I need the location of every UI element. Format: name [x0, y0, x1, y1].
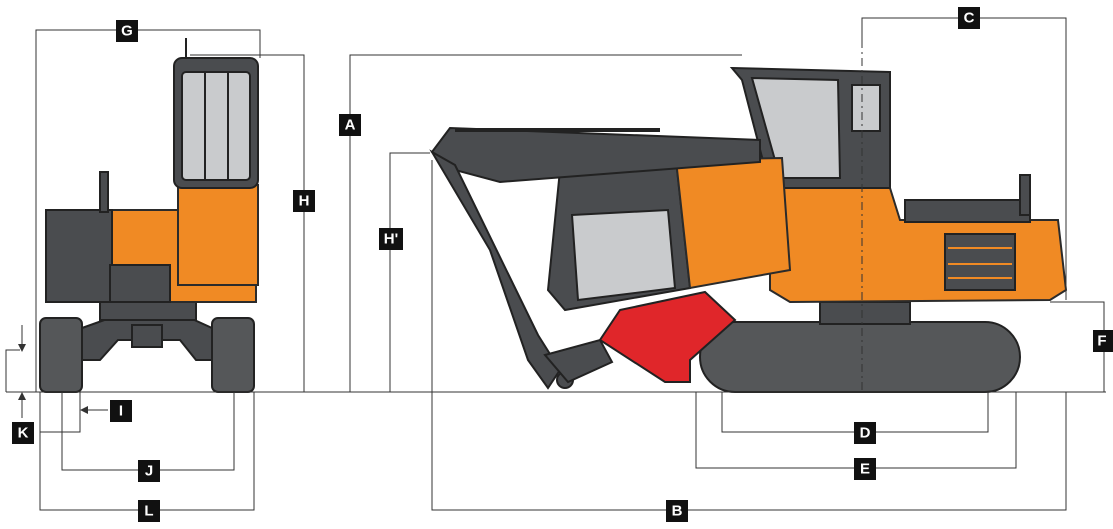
side-stick [429, 149, 562, 390]
dim-label-G: G [116, 20, 138, 42]
dim-label-E-text: E [860, 461, 870, 478]
dim-label-I: I [110, 400, 132, 422]
dim-label-L: L [138, 500, 160, 522]
side-felling-head [598, 290, 737, 383]
side-cab-window [750, 76, 842, 179]
side-track [699, 321, 1021, 393]
dim-label-A-text: A [345, 117, 356, 134]
dim-line-B [431, 160, 1067, 511]
front-engine-cover [45, 209, 113, 303]
dim-label-B: B [666, 500, 688, 522]
dim-label-J-text: J [145, 463, 153, 480]
dim-line-F [1050, 301, 1105, 392]
dim-line-J [61, 392, 235, 471]
side-engine-hood [904, 199, 1031, 223]
front-exhaust [99, 171, 109, 213]
dim-label-D: D [854, 422, 876, 444]
dim-label-L-text: L [144, 503, 153, 520]
dim-label-H: H [293, 190, 315, 212]
side-turntable [819, 301, 911, 325]
dim-line-G [35, 29, 261, 392]
dim-line-K-top [5, 349, 20, 392]
dim-line-H [190, 54, 305, 392]
dim-label-C-text: C [964, 10, 975, 27]
side-exhaust [1019, 174, 1031, 216]
front-view-machine [39, 38, 259, 393]
front-right-tire [211, 317, 255, 393]
dim-label-H-prime: H' [379, 228, 403, 250]
dim-label-C: C [958, 7, 980, 29]
dim-label-E: E [854, 458, 876, 480]
front-cab-base [177, 184, 259, 286]
dim-label-H-text: H [299, 193, 310, 210]
dim-label-K: K [12, 422, 34, 444]
dim-label-A: A [339, 114, 361, 136]
dim-label-H-prime-text: H' [384, 231, 398, 248]
side-front-window [570, 208, 677, 302]
dim-label-D-text: D [860, 425, 871, 442]
dim-label-B-text: B [672, 503, 683, 520]
side-engine-grille [944, 233, 1016, 291]
dim-line-K-bracket [40, 392, 81, 433]
dim-label-K-text: K [18, 425, 29, 442]
dim-label-F: F [1093, 330, 1113, 352]
dim-label-F-text: F [1097, 333, 1106, 350]
front-cab-window [181, 71, 251, 181]
front-grille [109, 264, 171, 303]
front-left-tire [39, 317, 83, 393]
side-view-machine [429, 66, 1068, 393]
side-head-wrist [543, 338, 614, 384]
dim-line-A [349, 54, 742, 392]
dim-label-G-text: G [121, 23, 133, 40]
dim-line-H-prime [389, 152, 430, 392]
dim-line-L [39, 392, 255, 511]
side-front-body [674, 156, 792, 290]
dim-label-I-text: I [119, 403, 123, 420]
dim-label-J: J [138, 460, 160, 482]
front-center-joint [131, 324, 163, 348]
side-cab-rear-window [851, 84, 881, 132]
